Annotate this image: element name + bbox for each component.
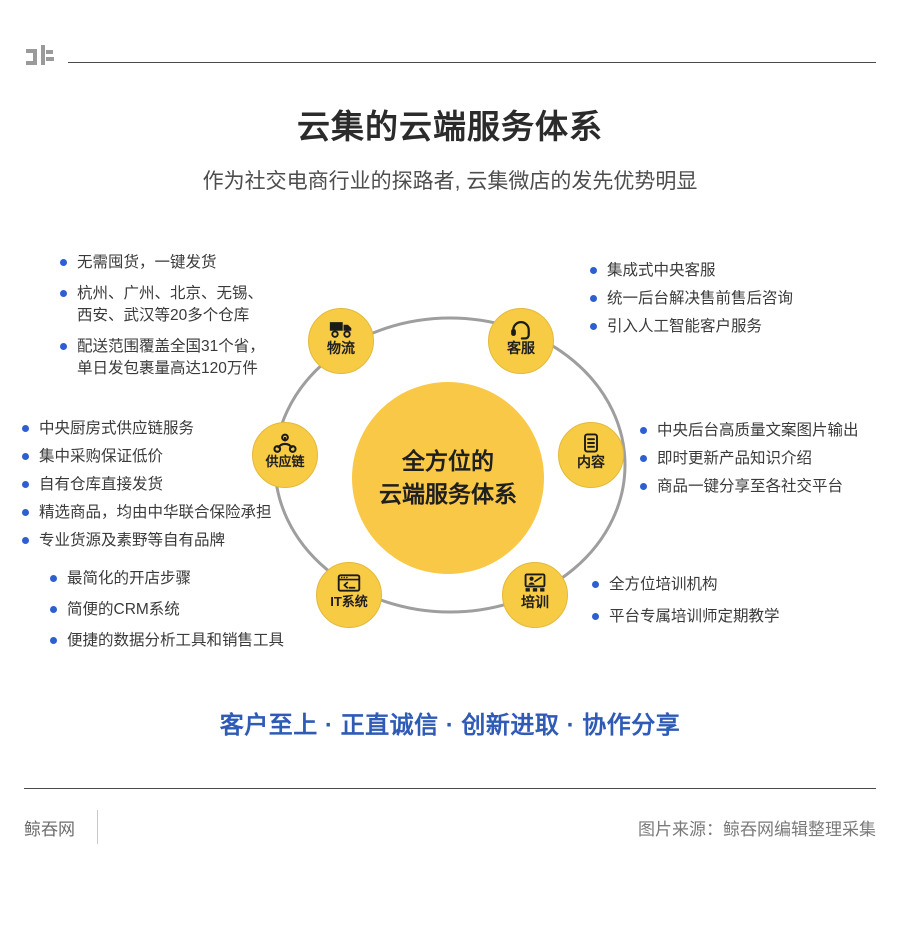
footer-divider <box>24 788 876 789</box>
list-item: 精选商品，均由中华联合保险承担 <box>22 502 272 524</box>
list-it-system: 最简化的开店步骤 简便的CRM系统 便捷的数据分析工具和销售工具 <box>50 568 284 661</box>
node-training-label: 培训 <box>521 594 549 610</box>
bullet-dot-icon <box>22 537 29 544</box>
list-item: 平台专属培训师定期教学 <box>592 606 780 628</box>
headset-icon <box>511 321 530 340</box>
list-item: 集成式中央客服 <box>590 260 793 282</box>
node-content[interactable]: 内容 <box>558 422 624 488</box>
list-item-text: 无需囤货，一键发货 <box>77 254 217 271</box>
presentation-training-icon <box>524 573 546 592</box>
truck-icon <box>329 322 352 338</box>
node-it-system[interactable]: IT系统 <box>316 562 382 628</box>
list-item-text: 配送范围覆盖全国31个省， 单日发包裹量高达120万件 <box>77 338 265 377</box>
list-item-text: 中央后台高质量文案图片输出 <box>657 422 859 439</box>
footer-source: 图片来源：鲸吞网编辑整理采集 <box>638 819 876 839</box>
bullet-dot-icon <box>22 425 29 432</box>
bullet-dot-icon <box>590 295 597 302</box>
list-customer-service: 集成式中央客服 统一后台解决售前售后咨询 引入人工智能客户服务 <box>590 260 793 344</box>
list-item-text: 商品一键分享至各社交平台 <box>657 478 844 495</box>
node-customer-service-label: 客服 <box>507 340 535 356</box>
code-window-icon <box>337 574 361 592</box>
list-item-text: 引入人工智能客户服务 <box>607 318 763 335</box>
document-list-icon <box>584 433 598 453</box>
bullet-dot-icon <box>60 343 67 350</box>
list-item: 引入人工智能客户服务 <box>590 316 793 338</box>
list-training: 全方位培训机构 平台专属培训师定期教学 <box>592 574 780 638</box>
list-item: 统一后台解决售前售后咨询 <box>590 288 793 310</box>
bullet-dot-icon <box>640 455 647 462</box>
list-item: 最简化的开店步骤 <box>50 568 284 590</box>
list-item-text: 全方位培训机构 <box>609 576 718 593</box>
center-line-2: 云端服务体系 <box>379 481 517 507</box>
bullet-dot-icon <box>22 453 29 460</box>
bullet-dot-icon <box>640 427 647 434</box>
list-item-text: 统一后台解决售前售后咨询 <box>607 290 794 307</box>
list-item: 商品一键分享至各社交平台 <box>640 476 859 498</box>
list-item: 简便的CRM系统 <box>50 599 284 621</box>
list-item-text: 便捷的数据分析工具和销售工具 <box>67 632 285 649</box>
node-supply-chain-label: 供应链 <box>265 454 305 469</box>
bullet-dot-icon <box>60 259 67 266</box>
bullet-dot-icon <box>640 483 647 490</box>
page-header <box>24 40 876 76</box>
list-item-text: 自有仓库直接发货 <box>39 476 164 493</box>
list-item: 无需囤货，一键发货 <box>60 252 265 274</box>
footer-brand: 鲸吞网 <box>24 819 75 839</box>
network-share-icon <box>273 433 297 453</box>
bullet-dot-icon <box>50 637 57 644</box>
jk-logo-mark <box>24 45 58 71</box>
list-item: 配送范围覆盖全国31个省， 单日发包裹量高达120万件 <box>60 336 265 380</box>
list-item: 中央后台高质量文案图片输出 <box>640 420 859 442</box>
list-content: 中央后台高质量文案图片输出 即时更新产品知识介绍 商品一键分享至各社交平台 <box>640 420 859 504</box>
node-supply-chain[interactable]: 供应链 <box>252 422 318 488</box>
list-item-text: 即时更新产品知识介绍 <box>657 450 813 467</box>
bullet-dot-icon <box>22 509 29 516</box>
list-item: 专业货源及素野等自有品牌 <box>22 530 272 552</box>
list-item: 集中采购保证低价 <box>22 446 272 468</box>
list-item-text: 简便的CRM系统 <box>67 601 180 618</box>
list-item-text: 集中采购保证低价 <box>39 448 164 465</box>
center-hub: 全方位的 云端服务体系 <box>352 382 544 574</box>
bullet-dot-icon <box>60 290 67 297</box>
list-item: 中央厨房式供应链服务 <box>22 418 272 440</box>
company-slogan: 客户至上 · 正直诚信 · 创新进取 · 协作分享 <box>219 712 681 739</box>
list-item-text: 平台专属培训师定期教学 <box>609 608 780 625</box>
bullet-dot-icon <box>22 481 29 488</box>
list-item: 自有仓库直接发货 <box>22 474 272 496</box>
footer-vertical-divider <box>97 810 98 844</box>
list-logistics: 无需囤货，一键发货 杭州、广州、北京、无锡、 西安、武汉等20多个仓库 配送范围… <box>60 252 265 389</box>
header-divider <box>68 61 876 63</box>
bullet-dot-icon <box>592 613 599 620</box>
bullet-dot-icon <box>590 323 597 330</box>
page-footer: 鲸吞网 图片来源：鲸吞网编辑整理采集 <box>24 805 876 849</box>
list-item-text: 中央厨房式供应链服务 <box>39 420 195 437</box>
list-item-text: 精选商品，均由中华联合保险承担 <box>39 504 272 521</box>
list-item-text: 最简化的开店步骤 <box>67 570 192 587</box>
page-title: 云集的云端服务体系 <box>297 108 603 145</box>
bullet-dot-icon <box>50 575 57 582</box>
node-content-label: 内容 <box>577 454 605 470</box>
bullet-dot-icon <box>592 581 599 588</box>
node-it-system-label: IT系统 <box>330 594 368 609</box>
list-item-text: 专业货源及素野等自有品牌 <box>39 532 226 549</box>
list-item-text: 杭州、广州、北京、无锡、 西安、武汉等20多个仓库 <box>77 285 264 324</box>
node-customer-service[interactable]: 客服 <box>488 308 554 374</box>
list-supply-chain: 中央厨房式供应链服务 集中采购保证低价 自有仓库直接发货 精选商品，均由中华联合… <box>22 418 272 558</box>
node-logistics[interactable]: 物流 <box>308 308 374 374</box>
center-line-1: 全方位的 <box>402 447 494 474</box>
bullet-dot-icon <box>50 606 57 613</box>
node-logistics-label: 物流 <box>327 340 355 356</box>
page-subtitle: 作为社交电商行业的探路者, 云集微店的发先优势明显 <box>202 170 698 193</box>
list-item: 即时更新产品知识介绍 <box>640 448 859 470</box>
list-item-text: 集成式中央客服 <box>607 262 716 279</box>
list-item: 杭州、广州、北京、无锡、 西安、武汉等20多个仓库 <box>60 283 265 327</box>
node-training[interactable]: 培训 <box>502 562 568 628</box>
service-system-diagram: 全方位的 云端服务体系 物流 客服 供应链 <box>0 230 900 680</box>
list-item: 便捷的数据分析工具和销售工具 <box>50 630 284 652</box>
list-item: 全方位培训机构 <box>592 574 780 596</box>
bullet-dot-icon <box>590 267 597 274</box>
